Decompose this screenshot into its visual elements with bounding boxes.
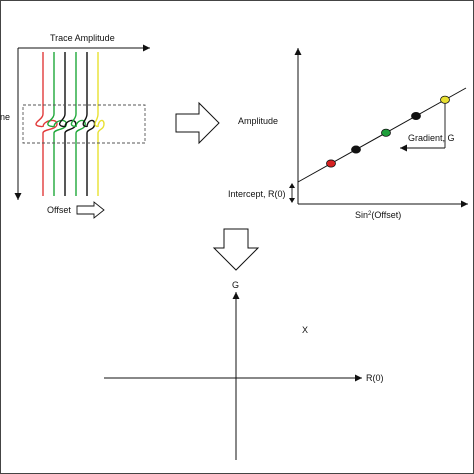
right-block-arrow-icon — [175, 101, 220, 145]
g-axis-label: G — [232, 280, 239, 290]
event-window-box — [22, 104, 146, 144]
seismic-trace — [94, 52, 105, 196]
crossplot-points — [326, 95, 450, 168]
seismic-trace — [58, 52, 77, 196]
amplitude-axis-label: Amplitude — [238, 116, 278, 126]
crossplot-point — [326, 159, 336, 168]
offset-arrow-icon — [76, 201, 105, 219]
intercept-gradient-panel: G R(0) X — [104, 280, 384, 460]
crossplot-point — [440, 95, 450, 104]
gradient-label: Gradient, G — [408, 133, 455, 143]
r0-axis-label: R(0) — [366, 373, 384, 383]
crossplot-x-marker: X — [302, 325, 308, 335]
intercept-arrow-down-icon — [289, 198, 295, 203]
seismic-trace — [70, 52, 86, 196]
intercept-arrow-up-icon — [289, 183, 295, 188]
seismic-trace — [35, 52, 58, 196]
crossplot-point — [411, 111, 421, 120]
trace-amplitude-label: Trace Amplitude — [50, 33, 115, 43]
seismic-gather-panel: Trace Amplitude ne Offset — [0, 33, 150, 219]
time-axis-label-partial: ne — [0, 112, 10, 122]
crossplot-point — [351, 145, 361, 154]
seismic-trace — [47, 52, 68, 196]
crossplot-panel: Amplitude Sin2(Offset) Intercept, R(0) G… — [228, 48, 468, 220]
down-block-arrow-icon — [212, 228, 260, 271]
seismic-trace — [82, 52, 96, 196]
sin2-offset-axis-label: Sin2(Offset) — [355, 210, 401, 220]
intercept-label: Intercept, R(0) — [228, 189, 286, 199]
crossplot-point — [381, 128, 391, 137]
offset-label: Offset — [47, 205, 71, 215]
seismic-traces — [35, 52, 105, 196]
